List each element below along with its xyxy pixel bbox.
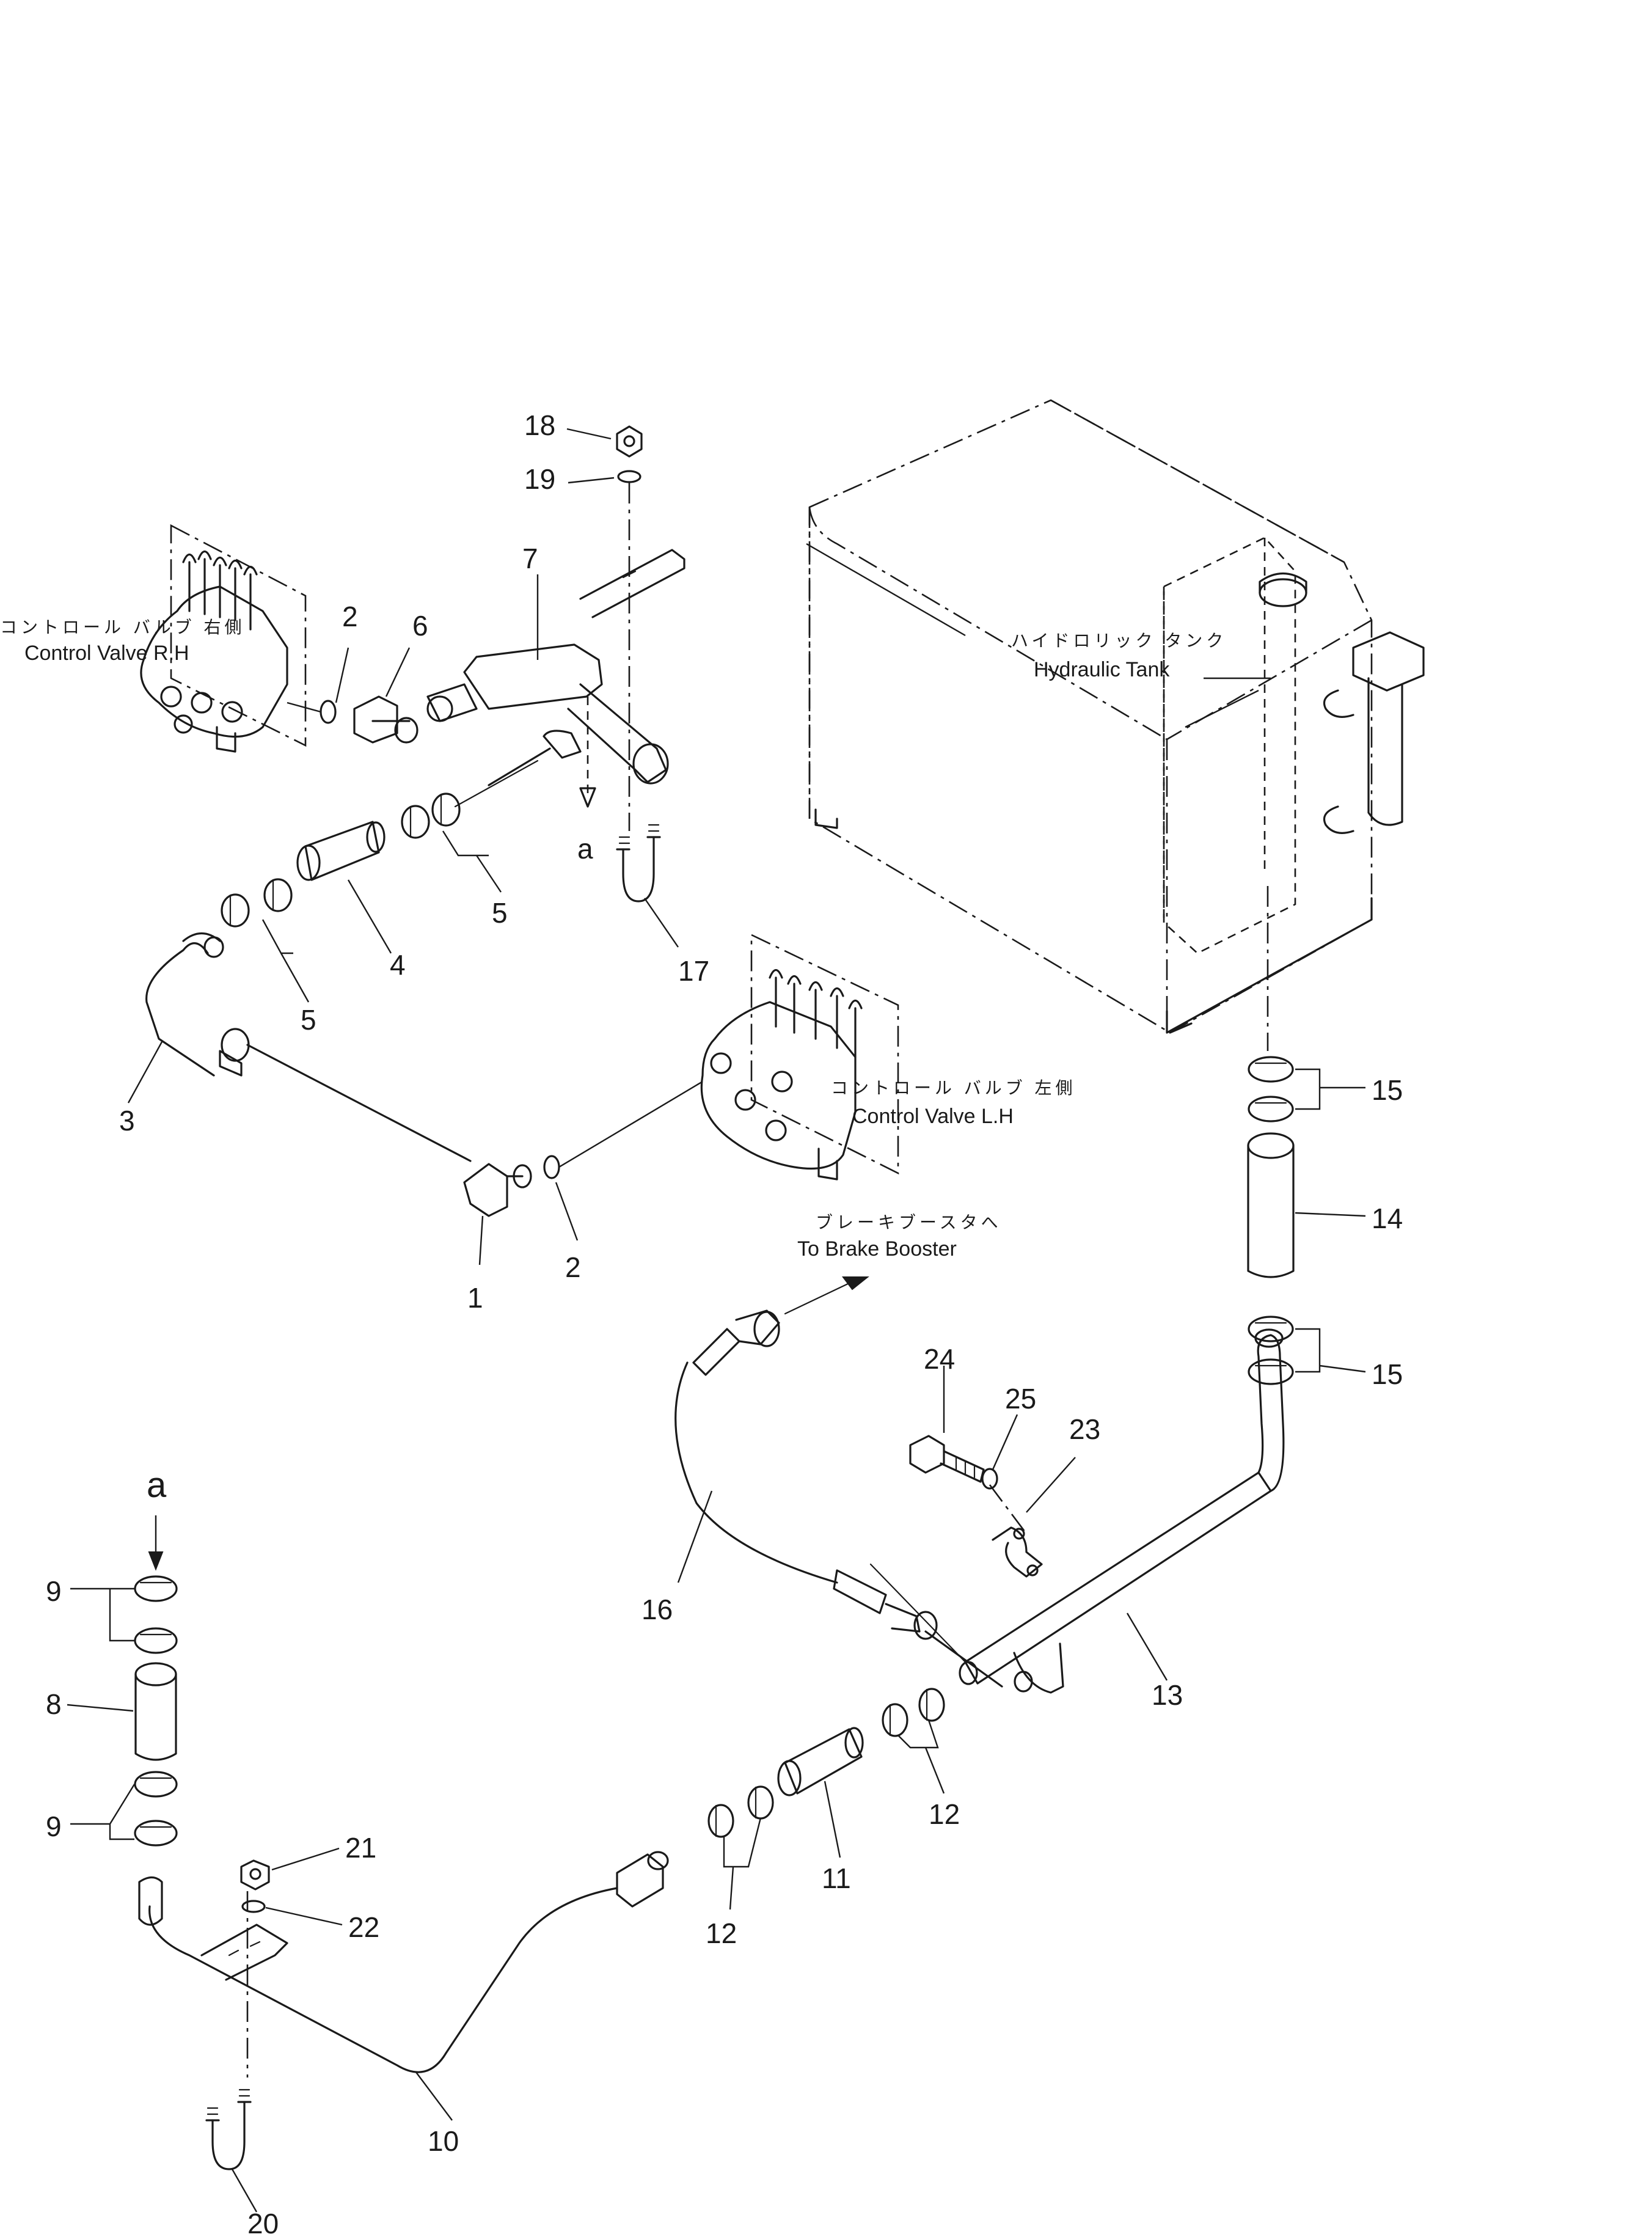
clamp-9-upper xyxy=(134,1575,178,1654)
callout-25: 25 xyxy=(1005,1383,1036,1415)
pipe-3 xyxy=(145,932,472,1162)
callout-numbers: 1 2 2 3 4 5 5 6 7 8 9 9 10 11 12 12 13 1… xyxy=(46,409,1403,2237)
control-valve-lh xyxy=(700,933,899,1181)
clamp-12-right xyxy=(882,1688,945,1737)
ref-a-top: a xyxy=(577,833,593,865)
o-ring-2-upper xyxy=(320,700,337,724)
clamp-15-lower xyxy=(1248,1316,1294,1385)
ref-a-left: a xyxy=(147,1465,167,1505)
callout-16: 16 xyxy=(641,1594,673,1625)
control-valve-lh-label: コントロール バルブ 左側 Control Valve L.H xyxy=(831,1078,1076,1128)
manifold-7 xyxy=(426,643,669,786)
callout-8: 8 xyxy=(46,1688,62,1720)
callout-11: 11 xyxy=(822,1862,851,1894)
nut-18 xyxy=(616,425,643,458)
callout-6: 6 xyxy=(412,610,428,642)
callout-19: 19 xyxy=(524,463,555,495)
callout-14: 14 xyxy=(1372,1203,1403,1234)
callout-1: 1 xyxy=(467,1282,483,1314)
u-bolt-17 xyxy=(616,824,661,902)
clamp-5-upper xyxy=(401,793,461,839)
callout-2-lower: 2 xyxy=(565,1251,581,1283)
control-valve-rh-label: コントロール バルブ 右側 Control Valve R.H xyxy=(0,618,246,665)
control-valve-rh xyxy=(140,524,307,753)
clamp-5-lower xyxy=(221,878,293,928)
callout-12-right: 12 xyxy=(929,1798,960,1830)
callout-10: 10 xyxy=(428,2125,459,2157)
pipe-10 xyxy=(138,1851,669,2073)
callout-9-upper: 9 xyxy=(46,1575,62,1607)
callout-4: 4 xyxy=(390,949,406,981)
washer-19 xyxy=(617,470,641,483)
brake-booster-label: ブレーキブースタへ To Brake Booster xyxy=(797,1213,1002,1261)
washer-22 xyxy=(241,1900,266,1913)
callout-15-lower: 15 xyxy=(1372,1358,1403,1390)
callout-7: 7 xyxy=(522,543,538,574)
control-valve-rh-label-jp: コントロール バルブ 右側 xyxy=(0,618,246,637)
u-bolt-20 xyxy=(205,2089,252,2170)
bolt-24 xyxy=(909,1435,985,1483)
hose-11 xyxy=(777,1727,864,1796)
o-ring-2-lower xyxy=(543,1155,560,1179)
callout-13: 13 xyxy=(1152,1679,1183,1711)
clamp-15-upper xyxy=(1248,1056,1294,1122)
clamp-9-lower xyxy=(134,1771,178,1847)
hose-16 xyxy=(674,1309,1003,1688)
callout-17: 17 xyxy=(678,955,709,987)
elbow-6 xyxy=(353,695,418,744)
elbow-1 xyxy=(463,1163,532,1217)
callout-15-upper: 15 xyxy=(1372,1074,1403,1106)
bracket-lower xyxy=(200,1924,288,1981)
callout-22: 22 xyxy=(348,1911,379,1943)
callout-20: 20 xyxy=(247,2208,279,2234)
callout-9-lower: 9 xyxy=(46,1810,62,1842)
hose-8 xyxy=(134,1662,177,1761)
callout-5-upper: 5 xyxy=(492,897,508,929)
callout-18: 18 xyxy=(524,409,555,441)
callout-2-upper: 2 xyxy=(342,601,358,632)
control-valve-lh-label-en: Control Valve L.H xyxy=(852,1105,1014,1128)
hydraulic-tank-label: ハイドロリック タンク Hydraulic Tank xyxy=(1011,631,1227,681)
brake-booster-label-jp: ブレーキブースタへ xyxy=(816,1213,1002,1232)
control-valve-lh-label-jp: コントロール バルブ 左側 xyxy=(831,1078,1076,1097)
control-valve-rh-label-en: Control Valve R.H xyxy=(24,642,189,665)
hose-14 xyxy=(1247,1132,1295,1278)
nut-21 xyxy=(240,1859,270,1891)
callout-21: 21 xyxy=(345,1832,376,1864)
callout-12-left: 12 xyxy=(706,1917,737,1949)
clamp-23 xyxy=(992,1526,1043,1578)
bracket-upper xyxy=(579,549,685,618)
hydraulic-tank-label-jp: ハイドロリック タンク xyxy=(1011,631,1227,650)
hydraulic-tank xyxy=(808,399,1425,1034)
callout-24: 24 xyxy=(924,1343,955,1375)
clamp-12-left xyxy=(707,1785,774,1838)
callout-5-lower: 5 xyxy=(301,1004,316,1036)
washer-25 xyxy=(981,1468,998,1490)
hose-4 xyxy=(296,821,386,881)
callout-3: 3 xyxy=(119,1105,135,1137)
brake-booster-label-en: To Brake Booster xyxy=(797,1237,957,1261)
callout-23: 23 xyxy=(1069,1413,1100,1445)
hydraulic-tank-label-en: Hydraulic Tank xyxy=(1034,658,1170,681)
